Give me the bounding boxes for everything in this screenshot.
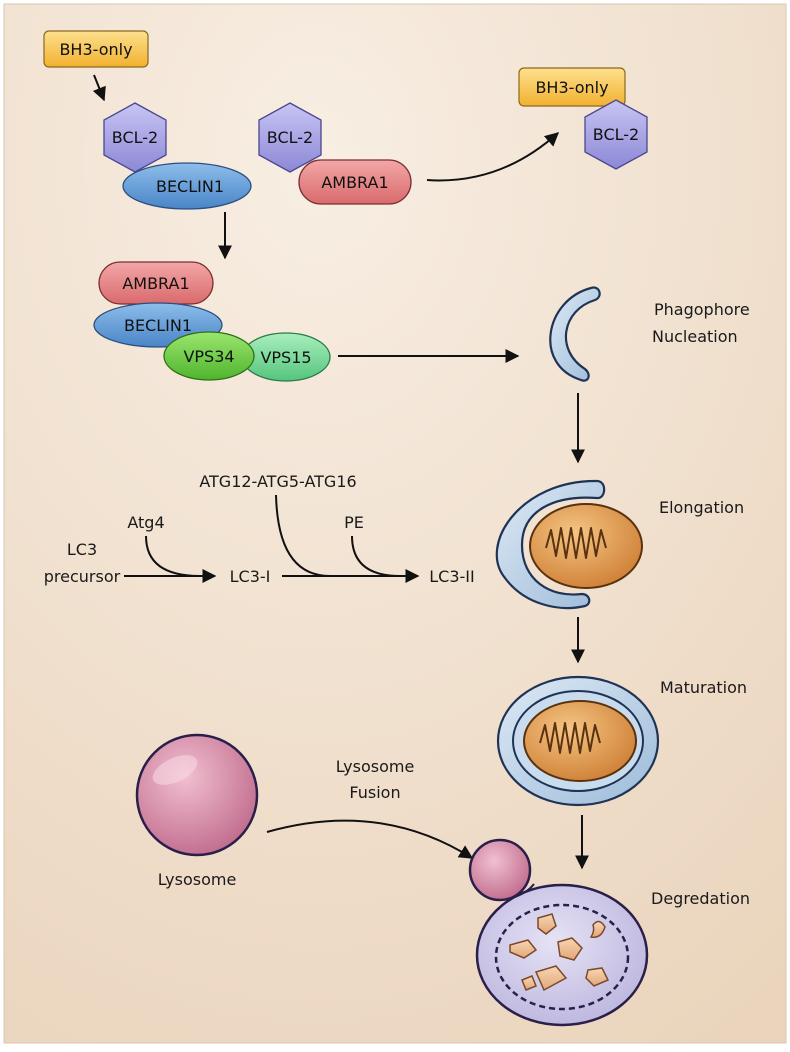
mitochondrion-maturation xyxy=(523,700,637,782)
bcl2-hexagon-middle: BCL-2 xyxy=(258,102,322,173)
fusion-arrow xyxy=(266,819,474,859)
degraded-fragments xyxy=(509,913,610,992)
mature-autophagosome xyxy=(496,675,660,807)
fusion-label-line2: Fusion xyxy=(349,783,400,802)
fragment xyxy=(537,913,557,935)
bh3-only-box-released: BH3-only xyxy=(518,67,626,107)
fragment xyxy=(521,975,537,991)
bh3-only-label-released: BH3-only xyxy=(535,78,608,97)
elongation-autophagosome xyxy=(495,479,643,610)
pe-label: PE xyxy=(344,513,364,532)
ambra1-protein-top: AMBRA1 xyxy=(298,159,412,205)
nucleation-label-line1: Phagophore xyxy=(654,300,750,319)
atg-complex-input-curve xyxy=(275,494,331,577)
mitochondrion-elongation xyxy=(529,503,643,589)
fragment xyxy=(585,967,610,987)
atg4-input-curve xyxy=(145,535,201,577)
fragment xyxy=(557,937,583,961)
autolysosome xyxy=(468,838,649,1027)
bcl2-hexagon-released: BCL-2 xyxy=(584,99,648,170)
lysosome-label: Lysosome xyxy=(158,870,237,889)
ambra1-label-complex: AMBRA1 xyxy=(122,274,189,293)
lc3-i-label: LC3-I xyxy=(230,567,271,586)
beclin1-label-top: BECLIN1 xyxy=(156,177,224,196)
lysosome xyxy=(135,733,259,857)
mitochondrion-cristae-elongation xyxy=(545,527,607,559)
autolysosome-inner-membrane xyxy=(494,903,630,1011)
fragment xyxy=(534,965,568,992)
atg4-label: Atg4 xyxy=(127,513,164,532)
elongation-label: Elongation xyxy=(659,498,744,517)
lc3-precursor-label-line1: LC3 xyxy=(67,540,97,559)
beclin1-protein-top: BECLIN1 xyxy=(122,162,252,210)
beclin1-label-complex: BECLIN1 xyxy=(124,316,192,335)
degradation-label: Degredation xyxy=(651,889,750,908)
fusion-label-line1: Lysosome xyxy=(336,757,415,776)
fusing-lysosome xyxy=(468,838,532,902)
pe-input-curve xyxy=(351,535,401,577)
bh3-only-label: BH3-only xyxy=(59,40,132,59)
fragment xyxy=(589,920,606,939)
lc3-ii-label: LC3-II xyxy=(429,567,474,586)
vps34-protein: VPS34 xyxy=(163,331,255,381)
vps34-label: VPS34 xyxy=(183,347,234,366)
bh3-binding-arrow xyxy=(92,74,106,102)
vps15-label: VPS15 xyxy=(260,348,311,367)
bh3-only-box: BH3-only xyxy=(43,30,149,68)
lc3-precursor-label-line2: precursor xyxy=(44,567,121,586)
atg-complex-label: ATG12-ATG5-ATG16 xyxy=(199,472,356,491)
ambra1-protein-complex: AMBRA1 xyxy=(98,261,214,305)
bcl2-hexagon-top: BCL-2 xyxy=(103,102,167,173)
phagophore-membrane xyxy=(549,286,601,382)
vps15-protein: VPS15 xyxy=(241,332,331,382)
fusion-neck xyxy=(514,883,535,898)
nucleation-label-line2: Nucleation xyxy=(652,327,738,346)
maturation-label: Maturation xyxy=(660,678,747,697)
bcl2-label-middle: BCL-2 xyxy=(267,128,313,147)
elongation-membrane xyxy=(495,479,606,610)
mitochondrion-cristae-maturation xyxy=(539,722,601,754)
release-arrow xyxy=(426,132,560,182)
bcl2-label-top: BCL-2 xyxy=(112,128,158,147)
bcl2-label-released: BCL-2 xyxy=(593,125,639,144)
fragment xyxy=(509,939,538,959)
ambra1-label-top: AMBRA1 xyxy=(321,173,388,192)
